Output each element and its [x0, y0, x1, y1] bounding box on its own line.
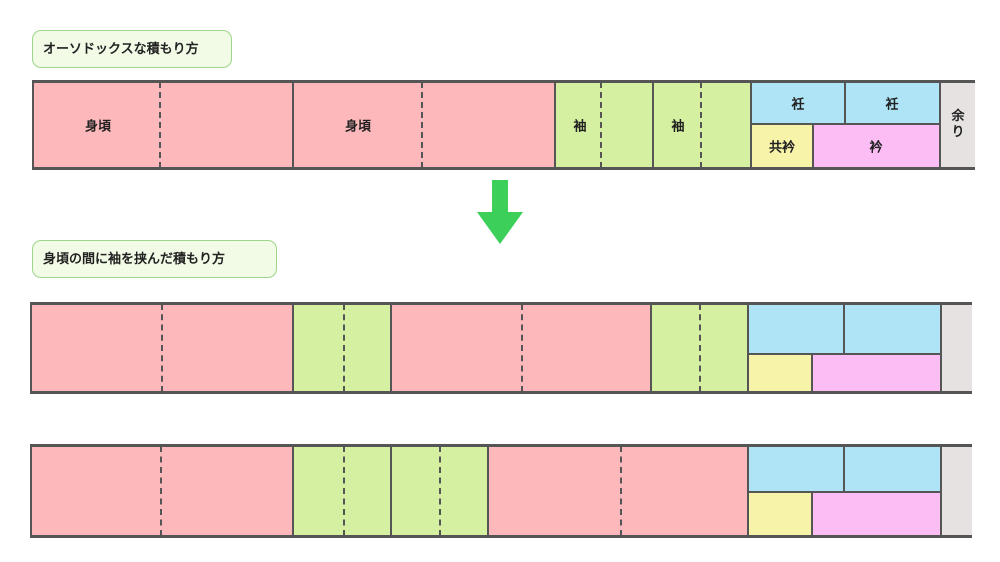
- okumi-panel-2: [844, 446, 941, 492]
- migoro-panel-2: [488, 446, 748, 536]
- sode-panel-2: [653, 82, 751, 168]
- eri-panel: [812, 354, 941, 392]
- tomoeri-panel: [751, 124, 813, 168]
- amari-panel: [941, 446, 972, 536]
- tomoeri-label: 共衿: [768, 140, 796, 156]
- sode-panel-1: [555, 82, 653, 168]
- okumi-label-2: 衽: [885, 97, 899, 113]
- orthodox-layout-label: オーソドックスな積もり方: [32, 30, 232, 68]
- fold-line: [699, 304, 701, 392]
- alternative-layout-strip-1: [30, 302, 972, 394]
- migoro-panel-1: [32, 82, 293, 168]
- fold-line: [439, 446, 441, 536]
- fold-line: [521, 304, 523, 392]
- fold-line: [600, 82, 602, 168]
- fold-line: [700, 82, 702, 168]
- fold-line: [161, 304, 163, 392]
- amari-label: 余り: [951, 109, 965, 140]
- fold-line: [343, 304, 345, 392]
- okumi-panel-2: [845, 82, 940, 124]
- amari-panel: [940, 82, 975, 168]
- sode-label-2: 袖: [671, 119, 685, 135]
- fold-line: [160, 446, 162, 536]
- alternative-layout-label: 身頃の間に袖を挟んだ積もり方: [32, 240, 277, 278]
- sode-label-1: 袖: [573, 119, 587, 135]
- migoro-label-1: 身頃: [84, 119, 112, 135]
- okumi-panel-1: [748, 304, 844, 354]
- orthodox-layout-strip: 身頃 身頃 袖 袖 衽 衽 共衿 衿 余り: [32, 80, 975, 170]
- fold-line: [343, 446, 345, 536]
- amari-panel: [941, 304, 972, 392]
- okumi-label-1: 衽: [791, 97, 805, 113]
- tomoeri-panel: [748, 492, 812, 536]
- eri-panel: [812, 492, 941, 536]
- fold-line: [620, 446, 622, 536]
- alternative-layout-strip-2: [30, 444, 972, 538]
- sode-panel-1: [293, 304, 391, 392]
- arrow-down-icon: [477, 180, 523, 244]
- migoro-panel-2: [293, 82, 555, 168]
- migoro-label-2: 身頃: [344, 119, 372, 135]
- sode-panel-1: [293, 446, 391, 536]
- okumi-panel-2: [844, 304, 941, 354]
- okumi-panel-1: [748, 446, 844, 492]
- fold-line: [421, 82, 423, 168]
- fold-line: [159, 82, 161, 168]
- okumi-panel-1: [751, 82, 845, 124]
- tomoeri-panel: [748, 354, 812, 392]
- eri-label: 衿: [869, 140, 883, 156]
- eri-panel: [813, 124, 940, 168]
